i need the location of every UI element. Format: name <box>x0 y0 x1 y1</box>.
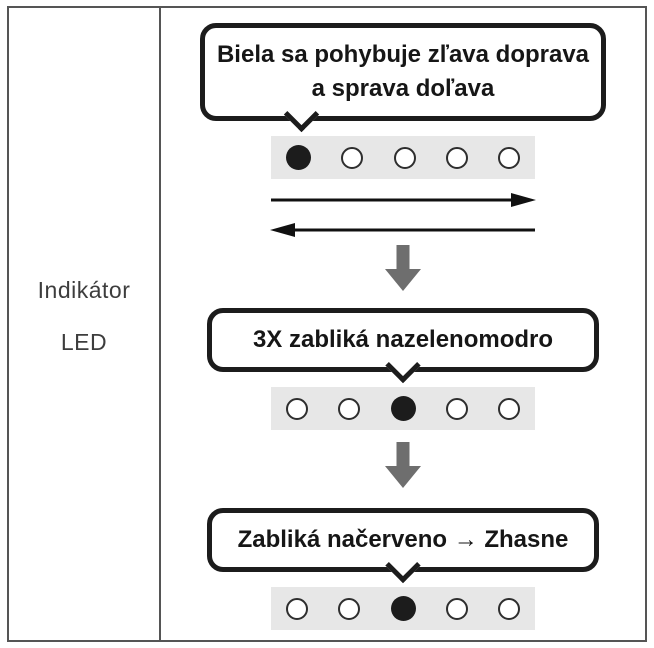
led-behavior-flow: Biela sa pohybuje zľava doprava a sprava… <box>161 8 645 640</box>
led-strip <box>271 136 535 179</box>
led-dot-off <box>338 597 361 620</box>
led-strip <box>271 387 535 430</box>
arrow-right-icon <box>271 193 536 207</box>
left-right-motion-arrows <box>270 193 536 237</box>
bubble-text: Biela sa pohybuje zľava doprava <box>216 41 590 68</box>
led-dot-on <box>390 396 416 421</box>
led-dot-off <box>498 397 520 420</box>
led-dot-off <box>393 146 416 169</box>
led-dot-off <box>341 146 364 169</box>
table-row-header: Indikátor LED <box>9 8 161 640</box>
arrow-down-icon <box>385 442 421 488</box>
led-dot-off <box>445 146 468 169</box>
row-header-line: Indikátor <box>37 277 131 303</box>
led-dot-off <box>445 397 468 420</box>
led-dot-on <box>286 145 311 170</box>
led-indicator-table: Indikátor LED Biela sa pohybuje zľava do… <box>7 6 647 642</box>
bubble-text: a sprava doľava <box>311 75 495 102</box>
led-dot-off <box>498 146 520 169</box>
arrow-left-icon <box>270 223 535 237</box>
speech-bubble-white-moves: Biela sa pohybuje zľava doprava a sprava… <box>200 23 606 133</box>
led-dot-off <box>445 597 468 620</box>
row-header-line: LED <box>60 329 108 355</box>
speech-bubble-blink-red-off: Zabliká načerveno → Zhasne <box>207 508 599 584</box>
led-strip <box>271 587 535 630</box>
led-dot-off <box>338 397 361 420</box>
led-dot-off <box>286 597 308 620</box>
arrow-down-icon <box>385 245 421 291</box>
led-dot-on <box>390 596 416 621</box>
speech-bubble-blink-cyan: 3X zabliká nazelenomodro <box>207 308 599 384</box>
led-dot-off <box>286 397 308 420</box>
led-dot-off <box>498 597 520 620</box>
